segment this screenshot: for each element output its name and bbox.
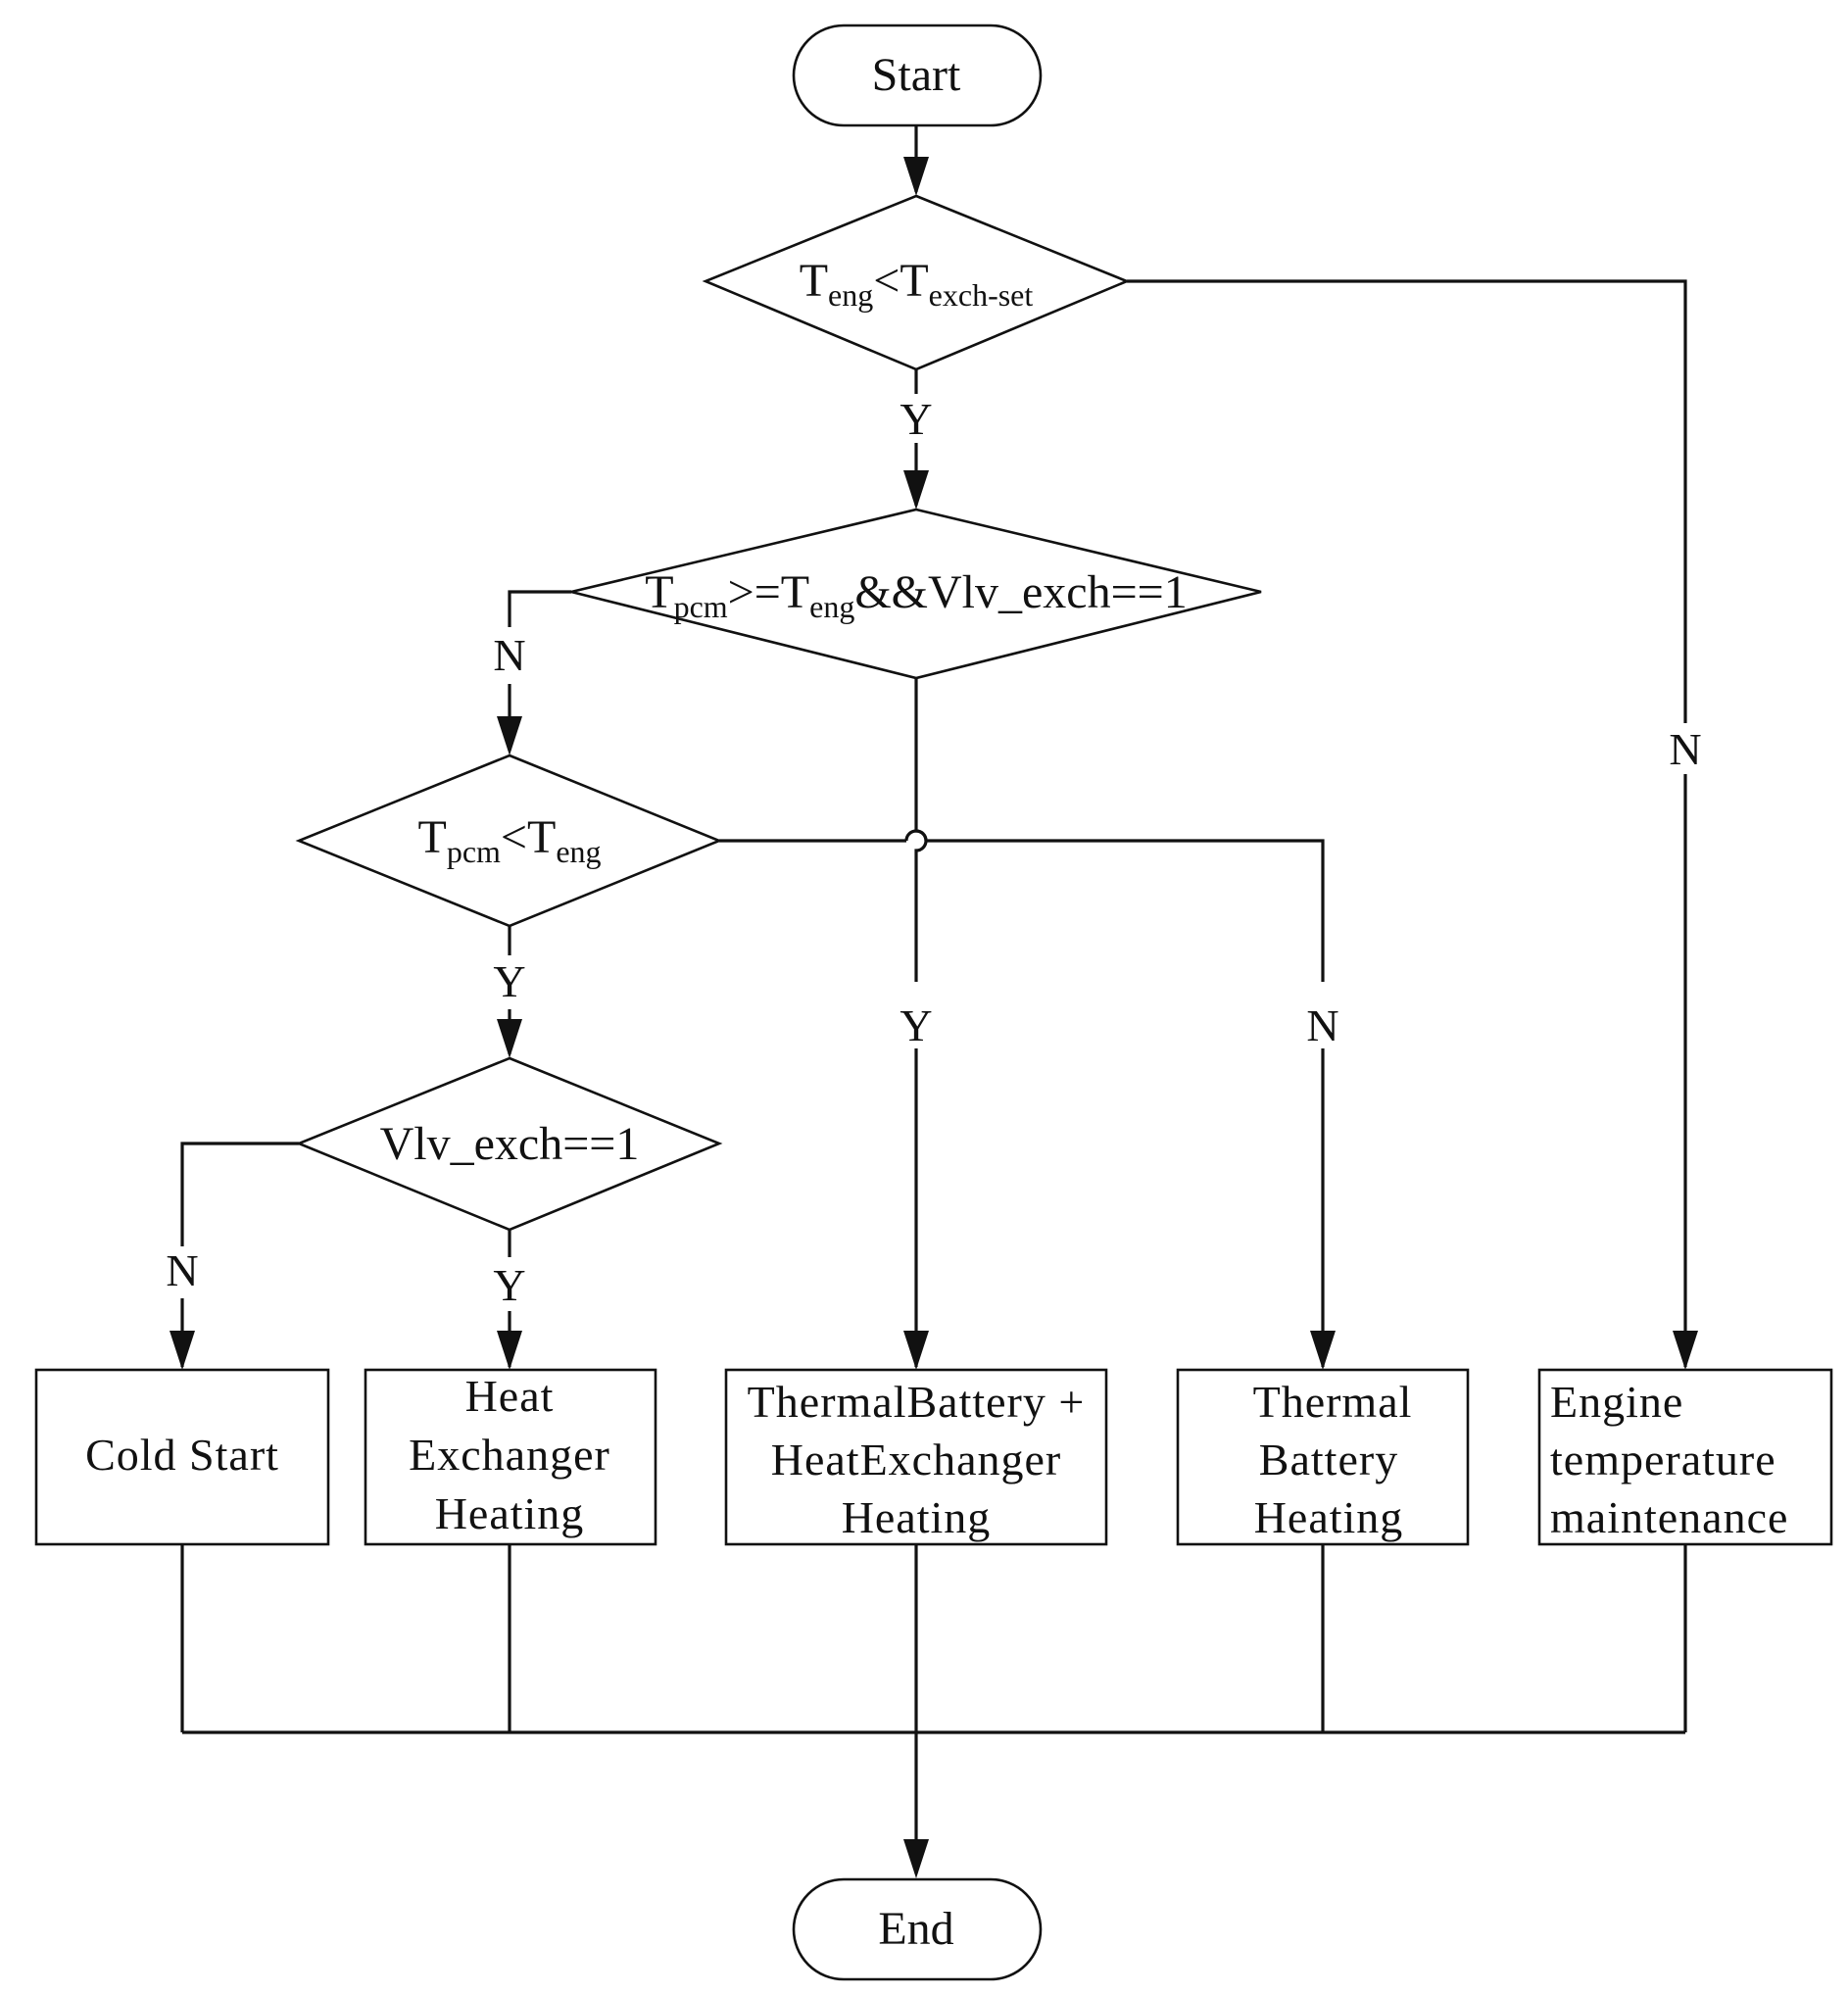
edge-cond3-no-b <box>926 839 1325 982</box>
arrowhead <box>170 1331 195 1370</box>
label-cond1-no: N <box>1669 724 1701 774</box>
edge-cond2-no-a <box>508 590 571 627</box>
decision-pcm-temp-label: Tpcm<Teng <box>417 811 601 869</box>
decision-pcm-temp: Tpcm<Teng <box>295 754 723 928</box>
decision-engine-temp-label: Teng<Texch-set <box>800 255 1034 313</box>
label-cond3-yes: Y <box>493 956 525 1006</box>
label-cond2-yes: Y <box>900 1000 932 1050</box>
decision-pcm-valve-label: Tpcm>=Teng&&Vlv_exch==1 <box>645 566 1188 624</box>
arrowhead <box>497 716 522 755</box>
edge-cond1-no-a <box>1127 279 1687 723</box>
edge-labels: Y N N Y N Y N Y <box>166 394 1701 1310</box>
arrowhead <box>903 1839 929 1878</box>
box-cold-start: Cold Start <box>34 1368 330 1546</box>
label-cond4-no: N <box>166 1245 198 1295</box>
arrowhead <box>497 1331 522 1370</box>
start-label: Start <box>872 49 961 101</box>
decision-valve-label: Vlv_exch==1 <box>380 1118 640 1170</box>
connectors <box>170 125 1698 1878</box>
arrowhead <box>1673 1331 1698 1370</box>
label-cond1-yes: Y <box>900 394 932 444</box>
decision-valve: Vlv_exch==1 <box>295 1056 723 1232</box>
end-label: End <box>878 1903 953 1955</box>
arrowhead <box>497 1019 522 1058</box>
start-terminal: Start <box>792 24 1043 127</box>
label-cond3-no: N <box>1306 1000 1338 1050</box>
box-cold-start-label: Cold Start <box>85 1430 279 1480</box>
arrowhead <box>903 470 929 510</box>
decision-engine-temp: Teng<Texch-set <box>702 194 1131 371</box>
label-cond2-no: N <box>493 630 525 680</box>
arrowhead <box>903 157 929 196</box>
edge-cond3-hop <box>904 829 928 842</box>
arrowhead <box>903 1331 929 1370</box>
end-terminal: End <box>792 1877 1043 1981</box>
label-cond4-yes: Y <box>493 1260 525 1310</box>
edge-cond4-no-a <box>180 1142 299 1246</box>
decision-pcm-valve: Tpcm>=Teng&&Vlv_exch==1 <box>570 508 1262 680</box>
arrowhead <box>1310 1331 1336 1370</box>
